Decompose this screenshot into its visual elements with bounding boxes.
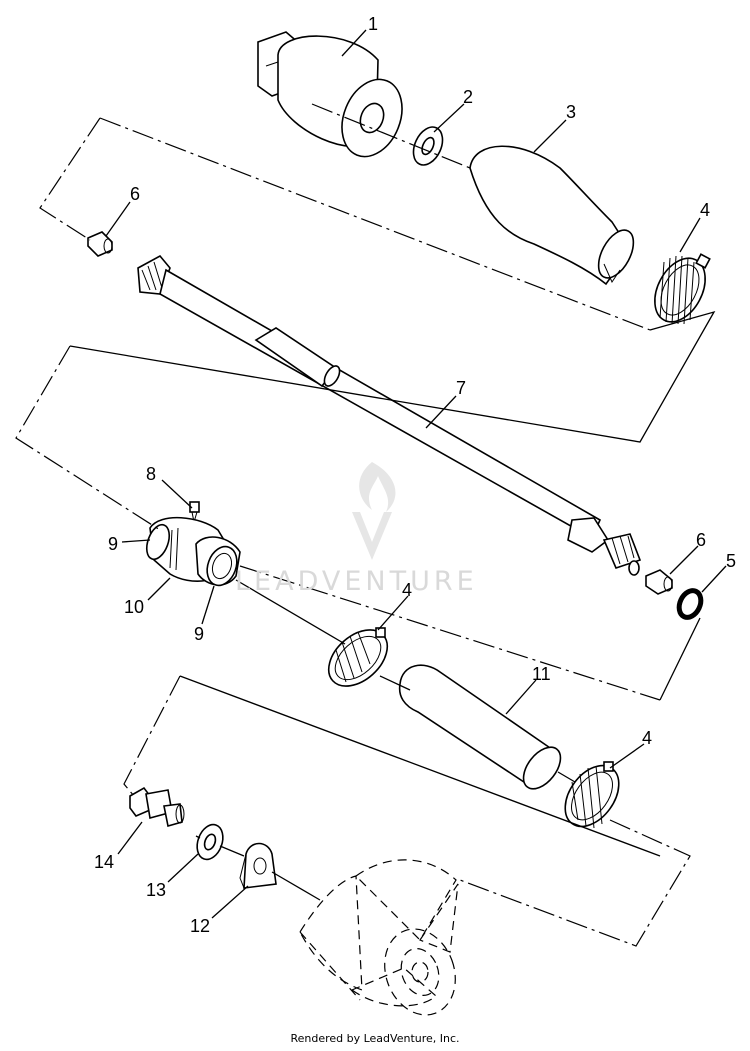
callout-3: 3 bbox=[566, 102, 576, 122]
part-14-fitting bbox=[129, 786, 185, 828]
callout-4-upper: 4 bbox=[700, 200, 710, 220]
watermark-logo bbox=[352, 462, 396, 560]
footer-credit: Rendered by LeadVenture, Inc. bbox=[290, 1032, 460, 1045]
part-4-clamp-lower bbox=[564, 761, 620, 829]
part-2-washer bbox=[412, 126, 444, 166]
callout-5: 5 bbox=[726, 551, 736, 571]
callout-9-right: 9 bbox=[194, 624, 204, 644]
callout-12: 12 bbox=[190, 916, 210, 936]
callout-numbers: 1 2 3 4 6 7 8 9 10 9 6 5 4 11 4 14 13 12 bbox=[94, 14, 736, 936]
callout-11: 11 bbox=[532, 664, 551, 684]
callout-13: 13 bbox=[146, 880, 166, 900]
callout-8: 8 bbox=[146, 464, 156, 484]
part-12-bracket bbox=[239, 842, 277, 889]
callout-1: 1 bbox=[368, 14, 378, 34]
leader-lines bbox=[105, 29, 727, 919]
callout-14: 14 bbox=[94, 852, 114, 872]
part-3-boot bbox=[469, 145, 635, 286]
callout-6-lower: 6 bbox=[696, 530, 706, 550]
callout-4-middle: 4 bbox=[402, 580, 412, 600]
callout-4-lower: 4 bbox=[642, 728, 652, 748]
part-1-cap bbox=[257, 31, 403, 158]
watermark-text: LEADVENTURE bbox=[235, 566, 478, 597]
part-5-o-ring bbox=[676, 588, 704, 620]
callout-6-upper: 6 bbox=[130, 184, 140, 204]
part-11-tube bbox=[398, 664, 562, 790]
part-4-clamp-upper bbox=[654, 253, 711, 325]
assembly-center-lines bbox=[15, 103, 716, 947]
part-13-washer bbox=[196, 823, 224, 861]
callout-10: 10 bbox=[124, 597, 144, 617]
part-6-plug-upper bbox=[87, 231, 113, 257]
part-7-shaft bbox=[137, 254, 642, 576]
callout-9-left: 9 bbox=[108, 534, 118, 554]
part-4-clamp-middle bbox=[327, 627, 389, 687]
part-10-coupler bbox=[145, 516, 241, 587]
callout-7: 7 bbox=[456, 378, 466, 398]
fan-reference-outline bbox=[299, 859, 459, 1016]
callout-2: 2 bbox=[463, 87, 473, 107]
part-6-plug-lower bbox=[645, 569, 673, 595]
